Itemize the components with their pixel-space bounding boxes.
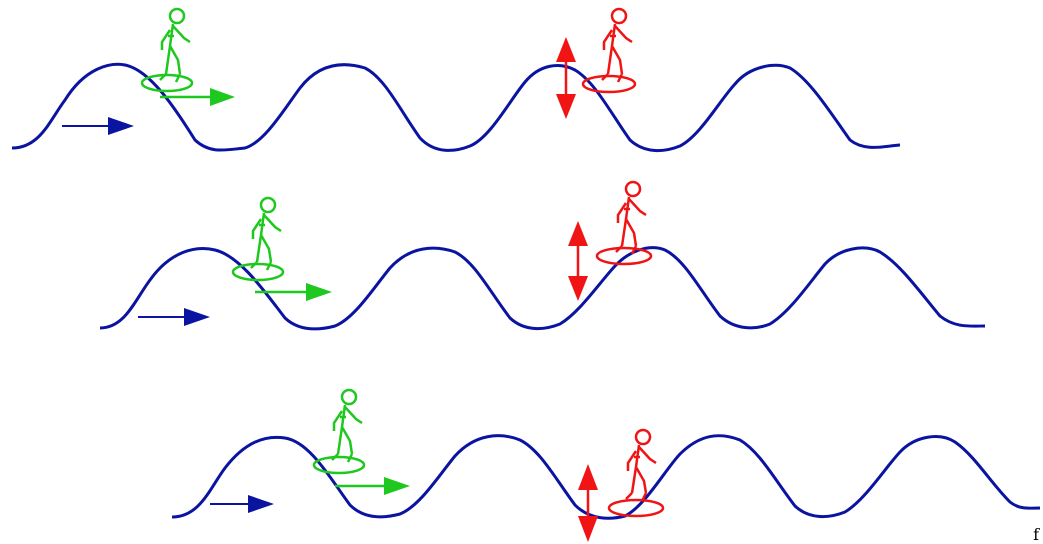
caption-label: f [1033,525,1039,544]
panel-3 [172,390,1040,542]
panel-2 [100,182,985,329]
wave-direction-arrow [62,117,134,135]
wave-direction-arrow [210,495,274,513]
wave-curve [100,248,985,329]
wave-curve [12,64,900,150]
panel-1 [12,9,900,151]
surfer-bobbing [556,9,635,119]
wave-direction-arrow [138,308,210,326]
wave-curve [172,436,1040,519]
surfer-moving [233,198,332,301]
surfer-bobbing [578,430,663,542]
surfer-moving [314,390,410,495]
surfer-bobbing [568,182,651,301]
surfer-moving [142,9,235,106]
